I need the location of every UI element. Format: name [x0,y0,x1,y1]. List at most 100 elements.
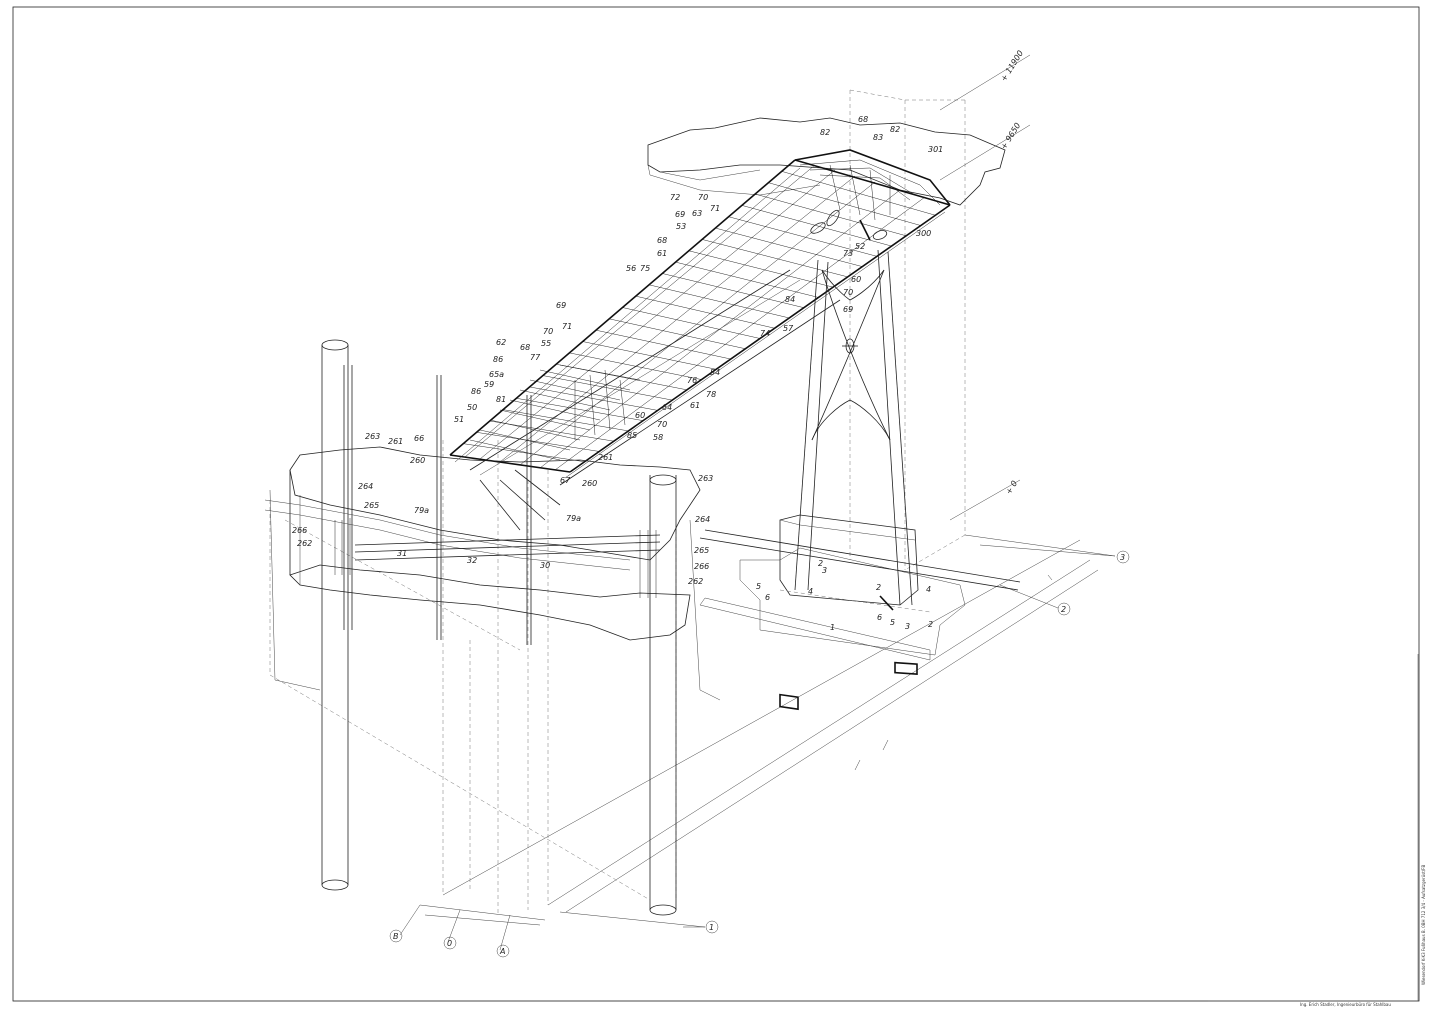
part-label: 86 [493,355,503,364]
part-label: 53 [676,222,686,231]
part-label: 4 [808,587,813,596]
girder-crossmember [449,454,571,473]
part-label: 68 [858,115,868,124]
part-label: 65a [489,370,504,379]
drawing-side-text: Wiesendorf K-K3 Fußhaus B. 0BH 712 3/4 -… [1421,865,1426,985]
axis-0-label: 0 [447,939,452,948]
part-label: 67 [560,476,571,485]
girder-crossmember [476,432,600,452]
support-trestle [794,249,913,606]
girder-crossmembers [449,159,951,473]
part-label: 55 [541,339,551,348]
lower-slab [264,446,721,701]
girder-crossmember [781,171,936,216]
part-label: 60 [635,411,645,420]
part-label: 70 [543,327,553,336]
axis-b-label: B [393,932,399,941]
girder-crossmember [688,250,834,288]
left-column-1 [321,339,349,891]
axis-a-label: A [499,947,505,956]
part-label: 32 [467,556,477,565]
part-label: 54 [710,368,720,377]
part-label: 84 [785,295,795,304]
part-label: 2 [818,559,823,568]
part-label: 85 [627,431,637,440]
part-label: 68 [657,236,667,245]
top-connection-node [794,149,951,241]
part-label: 66 [414,434,424,443]
part-label: 260 [582,479,597,488]
part-label: 73 [843,249,853,258]
part-label: 86 [471,387,481,396]
vertical-posts [343,365,532,645]
part-label: 76 [687,376,697,385]
girder-crossmember [503,409,629,432]
part-label: 2 [928,620,933,629]
part-label: 69 [675,210,685,219]
part-label: 70 [657,420,667,429]
part-label: 74 [760,329,770,338]
part-label: 58 [653,433,663,442]
girder-crossmember [582,341,717,370]
elevation-mid: + 9650 [999,121,1022,151]
part-label: 265 [364,501,379,510]
part-label: 262 [297,539,312,548]
girder-crossmember [662,273,804,308]
part-label: 266 [292,526,307,535]
axis-b-bubble [389,929,403,943]
girder-crossmember [648,284,790,319]
part-label: 77 [530,353,541,362]
elevation-top: + 11900 [999,49,1025,83]
part-label: 52 [855,242,865,251]
axis-2-label: 2 [1061,605,1066,614]
dimension-marks [854,574,1053,771]
part-label: 266 [694,562,709,571]
part-label: 300 [916,229,931,238]
part-label: 68 [520,343,530,352]
left-column-2 [649,474,677,916]
part-label: 3 [822,566,827,575]
part-label: 3 [905,622,910,631]
part-label: 301 [928,145,943,154]
part-label: 264 [695,515,710,524]
part-label: 79a [566,514,581,523]
bottom-connection-node [469,364,641,531]
part-label: 64 [662,403,672,412]
axis-3-label: 3 [1120,553,1125,562]
part-label: 59 [484,380,494,389]
axis-a-bubble [496,944,510,958]
part-label: 75 [640,264,650,273]
part-label: 69 [556,301,566,310]
girder-crossmember [741,205,892,247]
part-label: 263 [698,474,713,483]
part-label: 264 [358,482,373,491]
girder-crossmember [595,329,731,360]
part-label: 72 [670,193,680,202]
part-label: 71 [710,204,720,213]
part-label: 261 [388,437,403,446]
girder-crossmember [542,375,673,401]
part-label: 62 [496,338,506,347]
part-label: 263 [365,432,380,441]
girder-crossmember [794,159,951,206]
part-label: 83 [873,133,883,142]
girder-crossmember [569,352,702,380]
trestle-footing [699,514,1021,711]
part-label: 56 [626,264,636,273]
axis-0-bubble [443,936,457,950]
part-label: 82 [890,125,900,134]
part-label: 60 [851,275,861,284]
girder-crossmember [675,261,819,298]
part-label: 260 [410,456,425,465]
part-label: 81 [496,395,506,404]
part-label: 1 [830,623,835,632]
upper-slab [647,117,1006,206]
part-label: 69 [843,305,853,314]
office-credit: Ing. Erich Stadler, Ingenieurbüro für St… [1300,1002,1391,1007]
part-label: 4 [926,585,931,594]
grid-axes: 1 2 3 A 0 B [389,534,1130,958]
part-label: 79a [414,506,429,515]
girder-crossmember [728,216,877,257]
